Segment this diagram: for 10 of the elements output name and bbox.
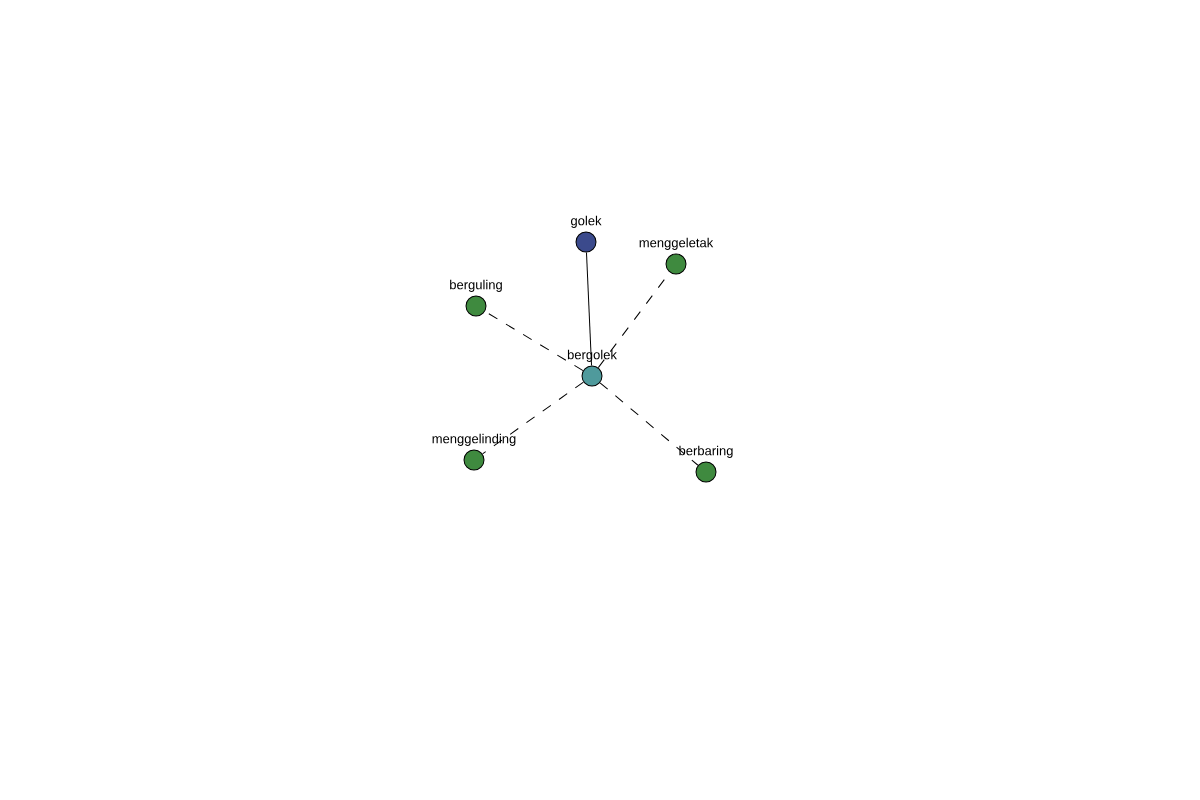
connector-line (484, 310, 584, 372)
node-circle (465, 295, 487, 317)
node-circle (695, 461, 717, 483)
connector-line (482, 381, 584, 455)
node-circle (575, 231, 597, 253)
connector-line (599, 382, 699, 466)
node-circle (665, 253, 687, 275)
node-circle (463, 449, 485, 471)
node-circle (581, 365, 603, 387)
connector-line (586, 252, 593, 366)
